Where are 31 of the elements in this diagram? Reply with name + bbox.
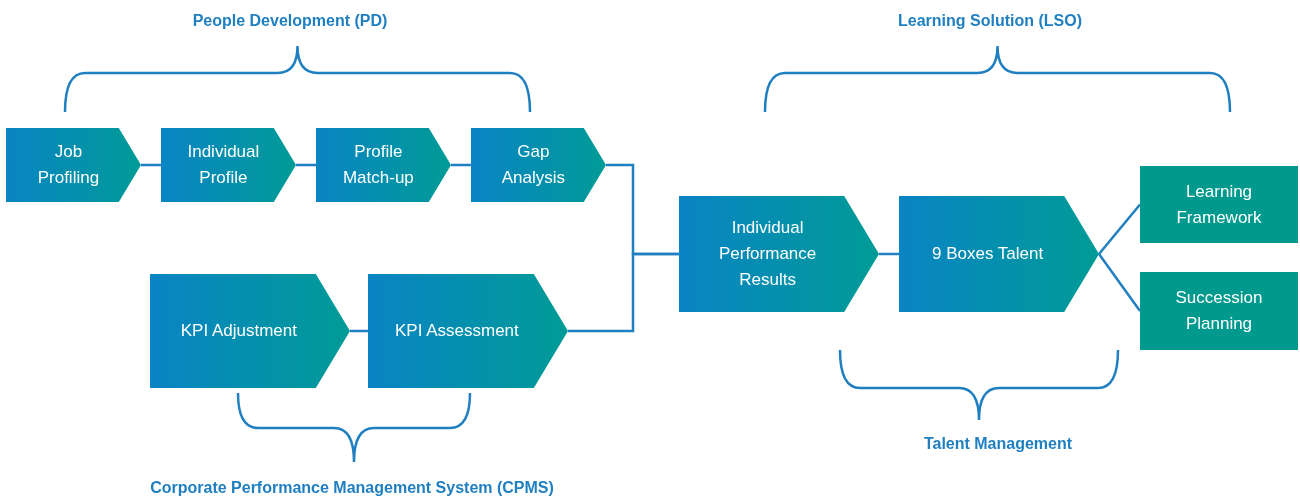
process-step <box>316 128 451 202</box>
connector-line <box>1098 203 1141 255</box>
process-step <box>679 196 879 312</box>
node-label: Learning Framework <box>1175 180 1263 229</box>
node-label: Job Profiling <box>36 141 101 189</box>
node-label: Gap Analysis <box>500 141 567 189</box>
process-box <box>1140 272 1298 350</box>
connector-line <box>568 252 679 333</box>
group-heading: People Development (PD) <box>192 12 388 30</box>
node-label: 9 Boxes Talent <box>931 243 1045 265</box>
process-step <box>368 274 568 388</box>
node-label: KPI Assessment <box>394 320 520 342</box>
node-label: KPI Adjustment <box>179 320 298 342</box>
node-label: Succession Planning <box>1174 287 1264 335</box>
process-box <box>1140 166 1298 243</box>
connector-line <box>451 163 471 167</box>
process-step <box>6 128 141 202</box>
group-heading: Corporate Performance Management System (CPMS) <box>150 479 554 497</box>
process-step <box>471 128 606 202</box>
process-step <box>899 196 1099 312</box>
connector-line <box>296 163 316 167</box>
process-step <box>161 128 296 202</box>
connector-line <box>879 252 899 256</box>
connector-line <box>141 163 161 167</box>
group-heading: Learning Solution (LSO) <box>898 12 1082 30</box>
node-label: Individual Profile <box>186 141 261 189</box>
connector-line <box>1098 253 1141 312</box>
node-label: Individual Performance Results <box>717 217 818 291</box>
node-label: Profile Match-up <box>341 141 415 189</box>
process-step <box>150 274 350 388</box>
group-heading: Talent Management <box>923 435 1073 453</box>
